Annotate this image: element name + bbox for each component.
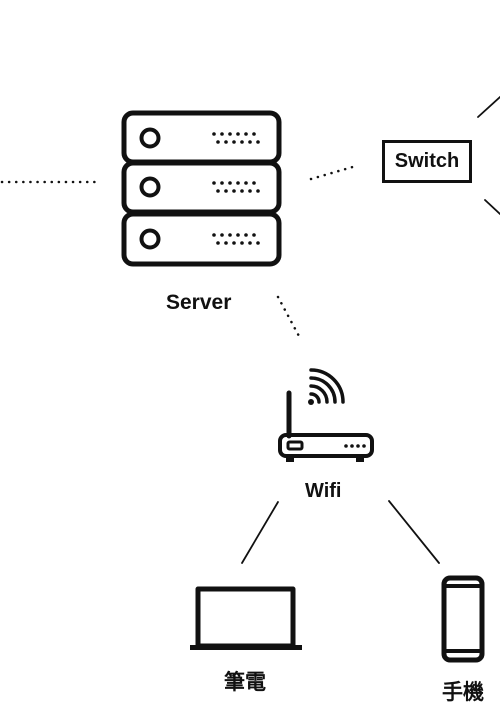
switch-node: Switch <box>382 140 472 183</box>
wifi-signal-icon <box>308 368 345 405</box>
phone-body <box>441 575 485 663</box>
laptop-label: 筆電 <box>224 671 266 694</box>
laptop-icon <box>190 586 302 650</box>
connection-switch-right-bottom <box>484 199 500 215</box>
server-vents <box>212 132 260 245</box>
connection-wifi-laptop <box>241 501 279 564</box>
router-lights <box>344 444 366 448</box>
router-body <box>278 433 374 458</box>
server-led-2 <box>139 176 161 198</box>
router-foot-left <box>286 456 294 462</box>
connection-server-wifi <box>276 295 302 340</box>
smartphone-icon <box>441 575 485 663</box>
router-foot-right <box>356 456 364 462</box>
switch-label: Switch <box>394 150 460 172</box>
server-label: Server <box>166 291 232 314</box>
server-unit-3 <box>121 211 282 267</box>
server-led-1 <box>139 127 161 149</box>
router-port <box>286 440 304 451</box>
wifi-router-icon <box>278 368 374 462</box>
wifi-label: Wifi <box>305 480 342 502</box>
server-unit-1 <box>121 110 282 165</box>
laptop-screen <box>195 586 296 649</box>
laptop-base <box>190 645 302 650</box>
server-rack-icon <box>121 110 282 267</box>
connection-server-switch <box>309 164 358 181</box>
connection-wifi-phone <box>388 500 440 564</box>
server-led-3 <box>139 228 161 250</box>
connections <box>0 96 500 564</box>
server-unit-2 <box>121 160 282 215</box>
connection-switch-right-top <box>477 96 500 118</box>
phone-label: 手機 <box>442 681 484 704</box>
